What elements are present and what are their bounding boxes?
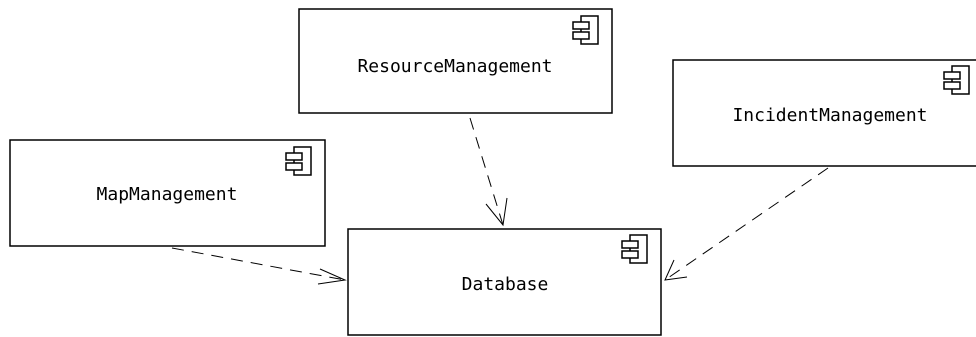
- component-database[interactable]: Database: [347, 228, 662, 336]
- component-label: Database: [462, 274, 549, 295]
- component-label: MapManagement: [97, 184, 238, 205]
- component-icon: [572, 15, 599, 45]
- component-icon: [943, 65, 970, 95]
- component-incident-management[interactable]: IncidentManagement: [672, 59, 976, 167]
- dependency-resource-to-database: [469, 117, 508, 227]
- component-icon: [285, 146, 312, 176]
- component-label: ResourceManagement: [357, 56, 552, 77]
- dependency-incident-to-database: [664, 167, 829, 281]
- component-icon: [621, 234, 648, 264]
- component-map-management[interactable]: MapManagement: [9, 139, 326, 247]
- component-label: IncidentManagement: [732, 105, 927, 126]
- dependency-map-to-database: [171, 247, 347, 285]
- component-resource-management[interactable]: ResourceManagement: [298, 8, 613, 114]
